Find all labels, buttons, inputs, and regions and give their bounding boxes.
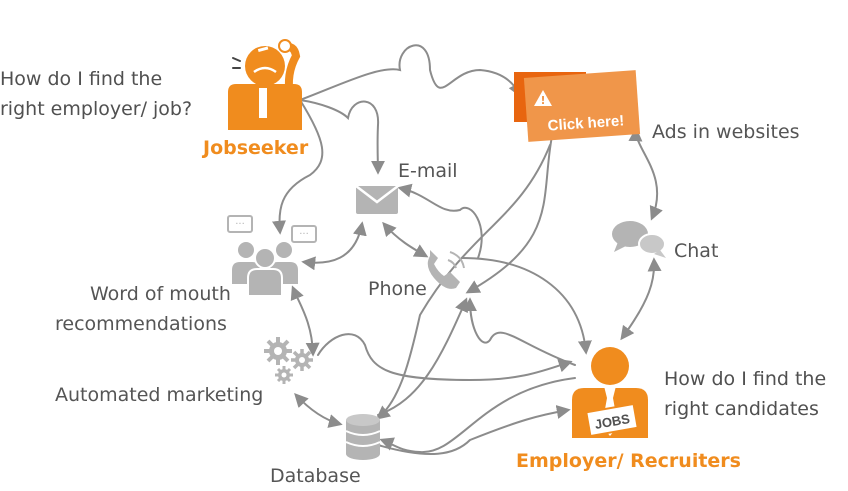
jobseeker-label: Jobseeker — [203, 137, 309, 159]
connector-ads-chat — [628, 127, 663, 221]
word-of-mouth-line2: recommendations — [55, 313, 227, 335]
database-icon — [345, 414, 381, 460]
people-icon: ··· ··· — [227, 215, 317, 297]
employer-question-line2: right candidates — [664, 398, 819, 420]
connector-automation-employer — [317, 333, 573, 382]
ad-banner-icon: ! Click here! — [514, 70, 641, 142]
connector-email-phone — [382, 221, 429, 258]
warning-glyph: ! — [540, 94, 545, 107]
employer-question-line1: How do I find the — [664, 368, 827, 390]
employer-label: Employer/ Recruiters — [516, 450, 741, 472]
word-of-mouth-line1: Word of mouth — [90, 283, 231, 305]
jobseeker-question-line1: How do I find the — [0, 68, 163, 90]
phone-icon — [427, 250, 465, 289]
envelope-icon — [355, 185, 399, 214]
svg-text:···: ··· — [299, 229, 309, 240]
connections — [272, 44, 663, 455]
connector-wom-automation — [290, 285, 320, 357]
phone-label: Phone — [368, 278, 427, 300]
connector-employer-database — [379, 377, 576, 454]
jobseeker-question-line2: right employer/ job? — [0, 98, 193, 120]
connector-jobseeker-ads — [299, 44, 522, 101]
chat-label: Chat — [674, 240, 719, 262]
connector-jobseeker-wom — [272, 99, 324, 235]
connector-chat-employer — [620, 257, 662, 341]
connector-email-wom — [301, 221, 367, 271]
email-label: E-mail — [398, 160, 458, 182]
person-icon — [228, 39, 302, 130]
connector-phone-employer — [461, 257, 592, 355]
connector-ads-database — [375, 144, 551, 420]
database-label: Database — [270, 465, 361, 487]
connector-database-employer — [377, 405, 571, 455]
connector-database-phone — [377, 297, 468, 416]
connector-phone-email — [397, 183, 483, 259]
connector-automation-database — [294, 392, 343, 428]
ad-banner-text[interactable]: Click here! — [547, 112, 625, 134]
connector-employer-phone — [463, 297, 576, 366]
automated-marketing-label: Automated marketing — [55, 384, 264, 406]
ads-label: Ads in websites — [652, 121, 800, 143]
chat-bubbles-icon — [612, 221, 666, 258]
employer-person-icon: JOBS — [572, 347, 648, 438]
svg-text:···: ··· — [235, 219, 245, 230]
connector-jobseeker-email — [299, 99, 385, 175]
connector-ads-phone — [465, 135, 553, 294]
jobs-badge: JOBS — [594, 411, 632, 432]
gears-icon — [264, 337, 313, 384]
